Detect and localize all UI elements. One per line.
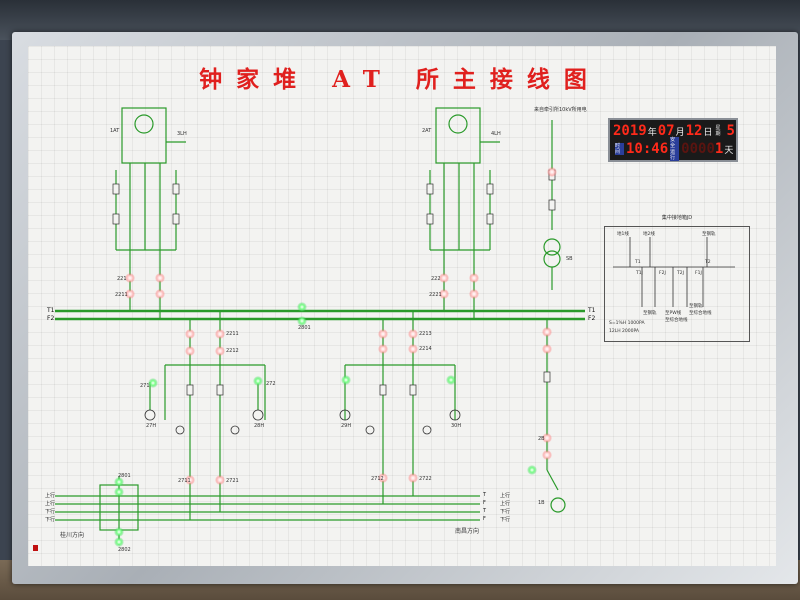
clock-safe-days: 1 xyxy=(714,141,724,157)
right-ground-label: 4LH xyxy=(491,131,501,137)
feeder3-label: 2213 xyxy=(419,331,432,337)
bottom-right-label: 2721 xyxy=(226,478,239,484)
inset-label-2: 地2线 xyxy=(643,232,655,237)
aux-switch-label: 2B xyxy=(538,436,545,442)
aux-low-label: 1B xyxy=(538,500,545,506)
clock-days-unit: 天 xyxy=(724,145,734,156)
board-title: 钟家堆 AT 所主接线图 xyxy=(199,66,601,93)
line-mark-2: F xyxy=(483,500,486,506)
clock-year-unit: 年 xyxy=(647,127,657,138)
left-ca1-label: 221 xyxy=(117,276,127,282)
line-mark-1: T xyxy=(483,492,487,498)
inset-line-5: 至综合地线 xyxy=(665,318,688,323)
bottom-right2-label: 2722 xyxy=(419,476,432,482)
switch-top-label: 2801 xyxy=(118,473,131,479)
digital-clock: 2019 年 07 月 12 日 星期 5 时间 10:46 安全运行 0000… xyxy=(608,118,738,162)
right-ca1-label: 222 xyxy=(431,276,441,282)
inset-label-7: T2J xyxy=(677,271,684,276)
bus-upper-label-right: T1 xyxy=(588,307,596,314)
direction-right: 南昌方向 xyxy=(455,528,480,535)
left-ca2-label: 2211 xyxy=(115,292,128,298)
line-label-1: 上行 xyxy=(500,493,511,499)
clock-month: 07 xyxy=(657,123,675,139)
pt-right-label: 28H xyxy=(254,423,265,429)
bus-lower-label-left: F2 xyxy=(47,315,55,322)
clock-time-row: 时间 10:46 安全运行 0000 1 天 xyxy=(613,137,734,161)
line-label-3: 下行 xyxy=(500,509,511,515)
right-transformer-label: 2AT xyxy=(422,128,432,134)
inset-diagram xyxy=(613,237,735,307)
inset-title: 集中接地箱JD xyxy=(661,215,693,221)
clock-month-unit: 月 xyxy=(675,127,685,138)
bottom-left2-label: 2712 xyxy=(371,476,384,482)
direction-left: 桂川方向 xyxy=(60,532,85,539)
clock-safe-label: 安全运行 xyxy=(670,137,680,161)
power-indicator xyxy=(33,545,38,551)
feeder1-label: 2211 xyxy=(226,331,239,337)
inset-label-1: 地1线 xyxy=(617,232,629,237)
left-line-label-4: 下行 xyxy=(45,517,56,523)
left-line-label-1: 上行 xyxy=(45,493,56,499)
left-line-label-2: 上行 xyxy=(45,501,56,507)
clock-time-label: 时间 xyxy=(615,143,624,155)
line-mark-4: F xyxy=(483,516,486,522)
clock-day-unit: 日 xyxy=(703,127,713,138)
inset-note-1: S=1%H 1000PA xyxy=(609,321,645,326)
clock-year: 2019 xyxy=(613,123,647,139)
clock-weekday-label: 星期 xyxy=(715,125,721,137)
inset-label-4: T2 xyxy=(705,260,711,265)
pt-left2-label: 29H xyxy=(341,423,352,429)
grounding-inset: 集中接地箱JD 地1线 地2线 T1 T2 T1J F2J T2J F1J 至钢… xyxy=(604,215,750,342)
bus-upper-label-left: T1 xyxy=(47,307,55,314)
line-label-4: 下行 xyxy=(500,517,511,523)
switch-bottom-label: 2802 xyxy=(118,547,131,553)
pt-left-label: 27H xyxy=(146,423,157,429)
incoming-label: 来自牵引所10kV所用电 xyxy=(534,107,587,113)
inset-right-label: 至钢轨 xyxy=(702,232,716,237)
clock-safe-dim: 0000 xyxy=(681,141,715,157)
line-label-2: 上行 xyxy=(500,501,511,507)
line-mark-3: T xyxy=(483,508,487,514)
left-line-label-3: 下行 xyxy=(45,509,56,515)
left-ground-label: 3LH xyxy=(177,131,187,137)
inset-label-5: T1J xyxy=(636,271,643,276)
ups-left-label: 271 xyxy=(140,383,150,389)
bus-tie-label: 2801 xyxy=(298,325,311,331)
left-transformer-label: 1AT xyxy=(110,128,120,134)
feeder4-label: 2214 xyxy=(419,346,432,352)
clock-date-row: 2019 年 07 月 12 日 星期 5 xyxy=(613,123,735,139)
inset-line-4: 至综合地线 xyxy=(689,311,712,316)
inset-line-2: 至PW线 xyxy=(665,311,682,316)
right-ca2-label: 2221 xyxy=(429,292,442,298)
feeder2-label: 2212 xyxy=(226,348,239,354)
inset-label-3: T1 xyxy=(635,260,641,265)
inset-label-8: F1J xyxy=(695,271,702,276)
clock-day: 12 xyxy=(685,123,703,139)
inset-note-2: 12LH 2000PA xyxy=(609,329,640,334)
inset-line-1: 至钢轨 xyxy=(643,311,657,316)
clock-weekday: 5 xyxy=(726,123,735,139)
pt-right2-label: 30H xyxy=(451,423,462,429)
inset-line-3: 至钢轨 xyxy=(689,304,703,309)
clock-time: 10:46 xyxy=(626,141,669,157)
bus-lower-label-right: F2 xyxy=(588,315,596,322)
inset-label-6: F2J xyxy=(659,271,666,276)
ups-right-label: 272 xyxy=(266,381,276,387)
aux-transformer-label: SB xyxy=(566,256,573,262)
bottom-left-label: 2711 xyxy=(178,478,191,484)
